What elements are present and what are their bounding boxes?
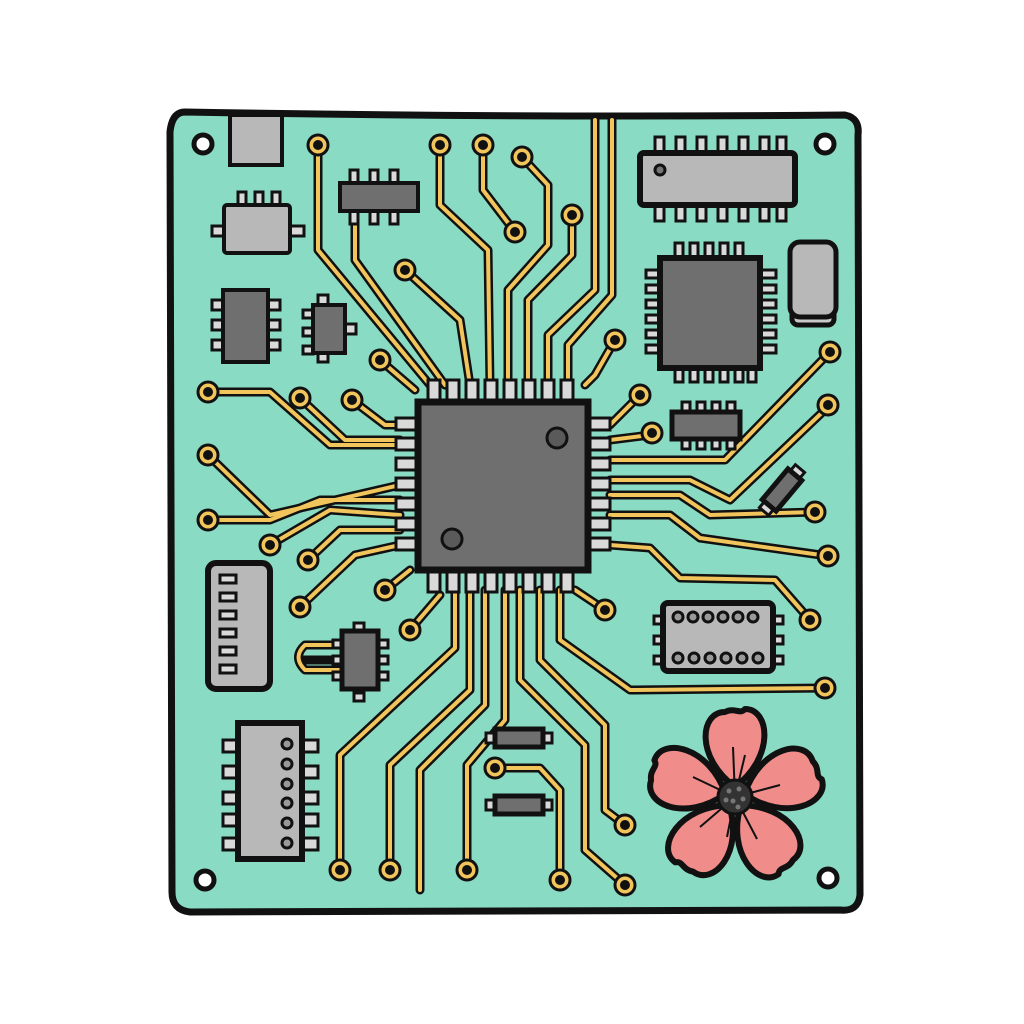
- bottom-left-ic: [221, 720, 320, 862]
- small-resistors: [484, 726, 554, 817]
- traces: [203, 115, 835, 895]
- small-chip-left: [331, 621, 390, 703]
- right-relay-module: [652, 600, 785, 674]
- main-cpu-chip: [394, 378, 612, 594]
- mounting-hole-icon: [193, 868, 217, 892]
- top-right-dip-chip: [637, 135, 798, 223]
- capacitor: [787, 239, 839, 328]
- right-qfn-chip: [644, 241, 778, 384]
- mounting-hole-icon: [816, 866, 840, 890]
- flower: [647, 706, 826, 881]
- mounting-holes: [191, 132, 840, 892]
- small-components-right: [669, 400, 807, 518]
- mounting-hole-icon: [813, 132, 837, 156]
- small-components-top-left: [210, 113, 420, 364]
- connector-block: [205, 560, 273, 692]
- mounting-hole-icon: [191, 132, 215, 156]
